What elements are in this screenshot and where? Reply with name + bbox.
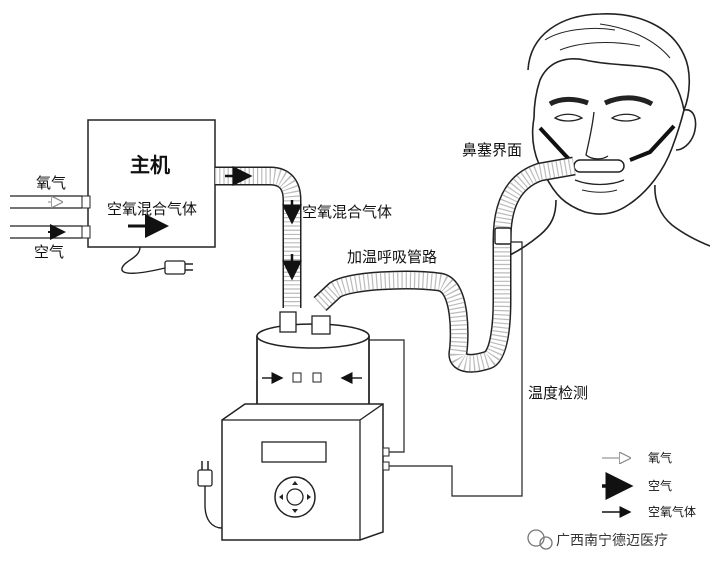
supply-tube bbox=[215, 166, 302, 308]
heated-circuit bbox=[313, 156, 576, 373]
patient-head bbox=[509, 13, 710, 256]
watermark-text: 广西南宁德迈医疗 bbox=[556, 532, 668, 549]
plug-icon bbox=[164, 260, 193, 275]
legend-mixed-label: 空氧气体 bbox=[648, 504, 696, 519]
air-input-label: 空气 bbox=[34, 243, 64, 261]
display-screen bbox=[261, 441, 327, 463]
oxygen-input-label: 氧气 bbox=[36, 174, 66, 192]
main-unit-mixed-label: 空氧混合气体 bbox=[107, 200, 197, 218]
wechat-icon bbox=[527, 529, 553, 550]
nasal-interface-label: 鼻塞界面 bbox=[462, 141, 522, 159]
supply-tube-label: 空氧混合气体 bbox=[302, 203, 392, 221]
heated-circuit-label: 加温呼吸管路 bbox=[347, 248, 437, 266]
watermark: 广西南宁德迈医疗 bbox=[527, 529, 668, 550]
legend-oxygen-label: 氧气 bbox=[648, 450, 672, 465]
main-unit: 主机 空氧混合气体 bbox=[81, 119, 216, 275]
plug-icon-2 bbox=[197, 461, 213, 487]
heater-base bbox=[197, 403, 390, 541]
legend: 氧气 空气 空氧气体 bbox=[602, 450, 696, 519]
gas-inlets: 氧气 空气 bbox=[10, 174, 82, 261]
temperature-probe-label: 温度检测 bbox=[528, 384, 588, 402]
main-unit-title: 主机 bbox=[130, 153, 170, 177]
control-knob-icon bbox=[274, 476, 316, 518]
signal-wires bbox=[369, 241, 523, 497]
legend-air-label: 空气 bbox=[648, 478, 672, 493]
humidifier-chamber bbox=[256, 311, 370, 421]
